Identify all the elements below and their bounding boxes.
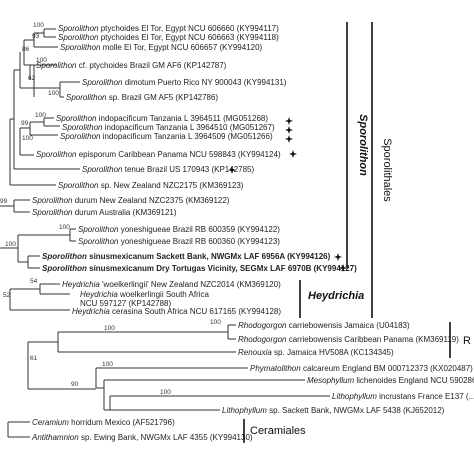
taxon-label: Heydrichia woelkerlingii South Africa [80, 290, 210, 299]
taxon-label: Sporolithon sp. New Zealand NZC2175 (KM3… [58, 181, 244, 190]
taxon-label: Sporolithon molle El Tor, Egypt NCU 6066… [60, 43, 263, 52]
taxon-labels: Sporolithon ptychoides El Tor, Egypt NCU… [31, 24, 474, 442]
taxon-label: Sporolithon indopacificum Tanzania L 396… [62, 123, 275, 132]
support-value: 52 [3, 292, 11, 299]
taxon-label: Antithamnion sp. Ewing Bank, NWGMx LAF 4… [31, 433, 253, 442]
support-value: 100 [104, 325, 115, 332]
sporolithon-clade-label: Sporolithon [357, 114, 369, 176]
ceramiales-clade-label: Ceramiales [250, 425, 306, 437]
taxon-label: Sporolithon sinusmexicanum Dry Tortugas … [42, 264, 357, 273]
support-value: 100 [160, 389, 171, 396]
taxon-label: Sporolithon durum Australia (KM369121) [32, 208, 177, 217]
support-value: 61 [30, 355, 38, 362]
taxon-label: Renouxia sp. Jamaica HV508A (KC134345) [238, 348, 394, 357]
rhodogorgonales-clade-label: R [463, 335, 471, 347]
star-icon [339, 264, 347, 272]
support-value: 100 [33, 22, 44, 29]
taxon-label: Rhodogorgon carriebowensis Jamaica (U041… [238, 321, 410, 330]
support-value: 99 [0, 198, 8, 205]
taxon-label: Sporolithon tenue Brazil US 170943 (KP14… [82, 165, 254, 174]
taxon-label: Lithophyllum sp. Sackett Bank, NWGMx LAF… [222, 406, 445, 415]
support-value: 100 [36, 57, 47, 64]
taxon-label: Heydrichia 'woelkerlingii' New Zealand N… [62, 280, 281, 289]
star-icon [334, 253, 342, 261]
support-value: 100 [210, 319, 221, 326]
support-values: 100 93 86 100 62 100 100 99 100 99 100 1… [0, 22, 221, 396]
taxon-label: Sporolithon episporum Caribbean Panama N… [36, 150, 281, 159]
support-value: 100 [22, 135, 33, 142]
support-value: 93 [32, 33, 40, 40]
taxon-label: Heydrichia cerasina South Africa NCU 617… [72, 307, 281, 316]
taxon-label: Rhodogorgon carriebowensis Caribbean Pan… [238, 335, 459, 344]
star-icon [228, 166, 236, 174]
taxon-label: Lithophyllum incrustans France E137 (... [332, 392, 474, 401]
support-value: 100 [35, 112, 46, 119]
support-value: 100 [59, 224, 70, 231]
support-value: 86 [22, 46, 30, 53]
taxon-label: Phymatolithon calcareum England BM 00071… [250, 364, 473, 373]
new-sequence-markers [228, 117, 347, 272]
taxon-label: Sporolithon indopacificum Tanzania L 396… [56, 114, 268, 123]
tree-branches [0, 28, 330, 438]
support-value: 100 [102, 361, 113, 368]
support-value: 54 [30, 278, 38, 285]
taxon-label: Sporolithon ptychoides El Tor, Egypt NCU… [58, 33, 279, 42]
sporolithales-clade-label: Sporolithales [381, 138, 393, 202]
support-value: 100 [48, 90, 59, 97]
taxon-label: Sporolithon durum New Zealand NZC2375 (K… [32, 196, 230, 205]
star-icon [285, 126, 293, 134]
support-value: 90 [71, 381, 79, 388]
support-value: 62 [28, 75, 36, 82]
taxon-label: Sporolithon sp. Brazil GM AF5 (KP142786) [66, 93, 218, 102]
heydrichia-clade-label: Heydrichia [308, 290, 364, 302]
star-icon [285, 135, 293, 143]
support-value: 100 [5, 241, 16, 248]
taxon-label: Sporolithon ptychoides El Tor, Egypt NCU… [58, 24, 279, 33]
clade-annotations: Sporolithon Sporolithales Heydrichia R C… [243, 22, 471, 443]
taxon-label: Sporolithon sinusmexicanum Sackett Bank,… [42, 252, 331, 261]
support-value: 99 [21, 120, 29, 127]
taxon-label: Sporolithon indopacificum Tanzania L 396… [60, 132, 273, 141]
taxon-label: Mesophyllum lichenoides England NCU 5902… [307, 376, 474, 385]
star-icon [285, 117, 293, 125]
star-icon [289, 150, 297, 158]
taxon-label: NCU 597127 (KP142788) [80, 299, 172, 308]
taxon-label: Sporolithon yoneshigueae Brazil RB 60036… [78, 237, 280, 246]
taxon-label: Sporolithon dimotum Puerto Rico NY 90004… [82, 78, 287, 87]
taxon-label: Sporolithon yoneshigueae Brazil RB 60035… [78, 225, 280, 234]
taxon-label: Sporolithon cf. ptychoides Brazil GM AF6… [36, 61, 227, 70]
taxon-label: Ceramium horridum Mexico (AF521796) [32, 418, 175, 427]
